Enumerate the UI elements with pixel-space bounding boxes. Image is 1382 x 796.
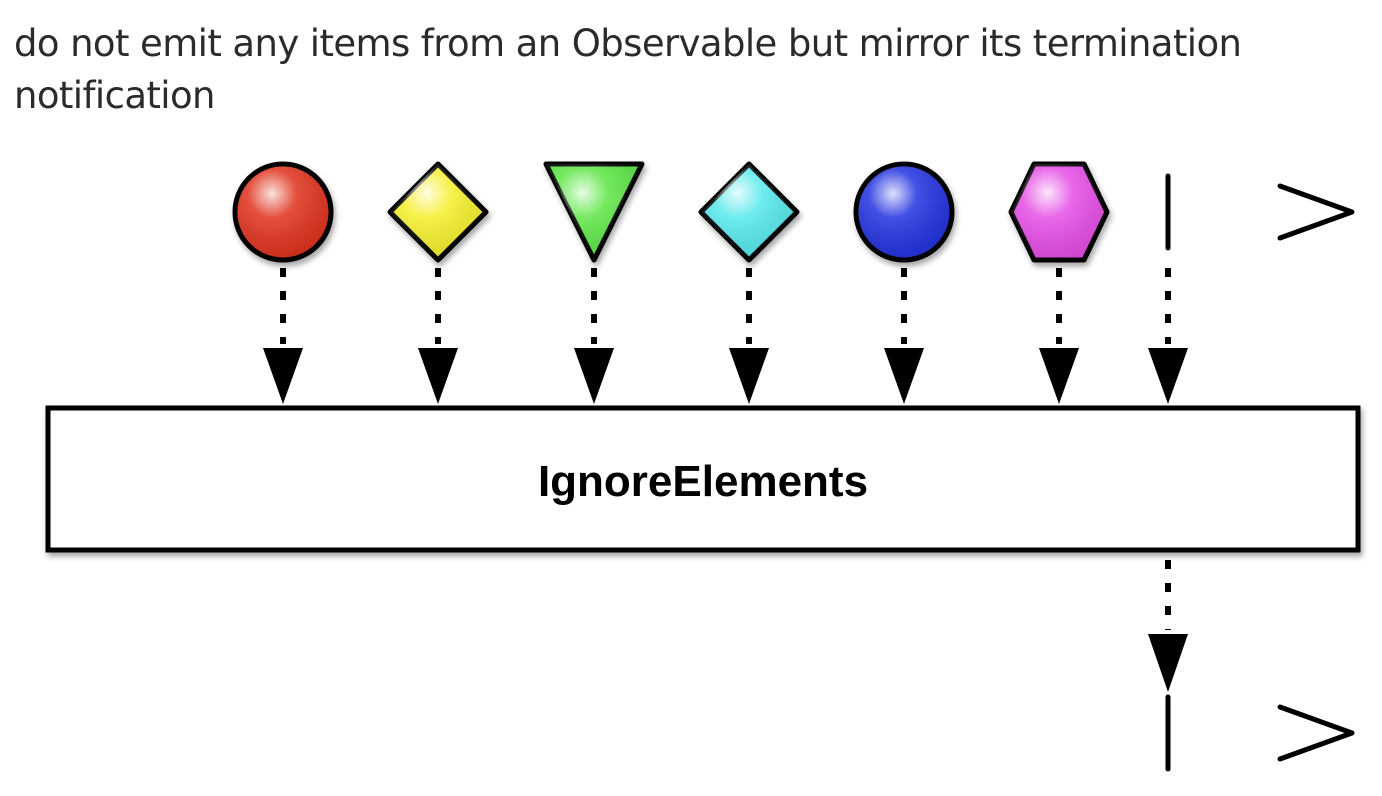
input-arrow — [418, 268, 458, 404]
input-arrow-completion — [1148, 268, 1188, 404]
input-arrows — [263, 268, 1188, 404]
operator-box: IgnoreElements — [45, 405, 1361, 553]
input-arrow — [1039, 268, 1079, 404]
input-arrow — [263, 268, 303, 404]
input-arrow — [884, 268, 924, 404]
source-item-circle — [853, 161, 955, 263]
source-item-hexagon — [1008, 161, 1110, 263]
source-item-triangle-down — [543, 161, 645, 263]
operator-description: do not emit any items from an Observable… — [14, 22, 1242, 117]
output-arrow — [1148, 560, 1188, 692]
source-items — [232, 161, 1110, 263]
input-arrow — [574, 268, 614, 404]
operator-name: IgnoreElements — [538, 457, 868, 506]
input-arrow — [729, 268, 769, 404]
source-item-circle — [232, 161, 334, 263]
output-timeline — [49, 704, 1355, 762]
source-item-diamond — [698, 161, 800, 263]
source-item-diamond — [387, 161, 489, 263]
